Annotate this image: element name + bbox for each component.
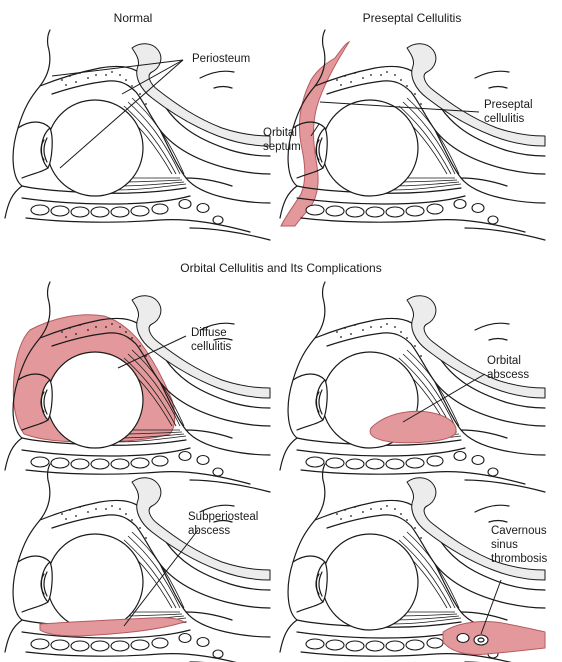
label-preseptal: Preseptal — [484, 99, 533, 111]
cavernous-sinus-area — [442, 621, 546, 655]
label-orbital: Orbital — [263, 127, 297, 139]
panel-normal: Periosteum — [4, 29, 271, 241]
panel-abscess: Orbital abscess — [279, 281, 546, 493]
label-cavernous: Cavernous — [491, 525, 547, 537]
label-cellulitis-preseptal: cellulitis — [484, 113, 525, 125]
label-abscess-subperiosteal: abscess — [188, 525, 230, 537]
label-sinus: sinus — [491, 539, 518, 551]
panel-preseptal: Preseptal cellulitis Orbital septum — [263, 29, 546, 241]
label-septum: septum — [263, 141, 301, 153]
panel-title-normal: Normal — [114, 11, 153, 25]
label-subperiosteal: Subperiosteal — [188, 511, 258, 523]
label-periosteum: Periosteum — [192, 53, 250, 65]
panel-diffuse: Diffuse cellulitis — [4, 281, 271, 493]
label-cellulitis-diffuse: cellulitis — [191, 341, 232, 353]
panel-cavernous: Cavernous sinus thrombosis — [279, 463, 547, 662]
panel-title-preseptal: Preseptal Cellulitis — [363, 11, 462, 25]
label-diffuse: Diffuse — [191, 327, 227, 339]
section-title: Orbital Cellulitis and Its Complications — [180, 261, 381, 275]
orbital-abscess-area — [369, 410, 457, 444]
label-orbital-abscess-1: Orbital — [487, 355, 521, 367]
label-orbital-abscess-2: abscess — [487, 369, 529, 381]
subperiosteal-abscess-area — [39, 617, 186, 637]
label-thrombosis: thrombosis — [491, 553, 547, 565]
panel-subperiosteal: Subperiosteal abscess — [4, 463, 271, 662]
